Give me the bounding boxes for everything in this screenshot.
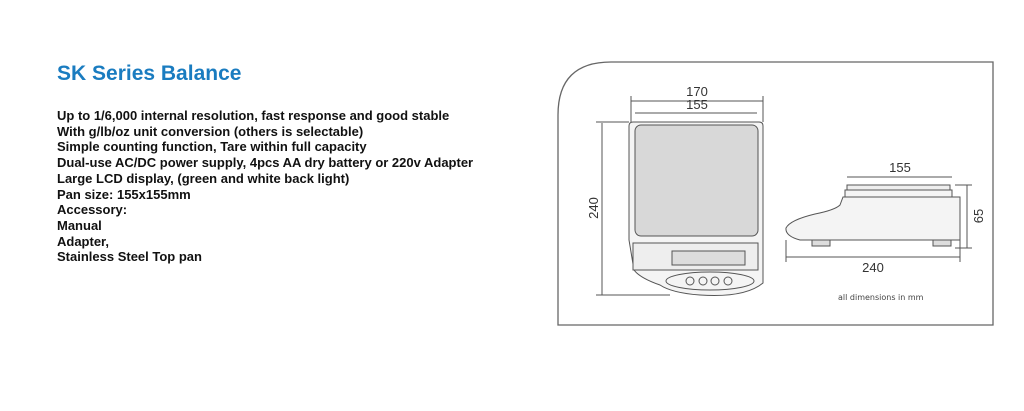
feature-list: Up to 1/6,000 internal resolution, fast … [57,108,473,265]
dim-front-width-outer: 170 [686,84,708,99]
side-view [785,176,972,262]
dim-front-width-pan: 155 [686,97,708,112]
feature-item: Large LCD display, (green and white back… [57,170,350,186]
feature-item: Dual-use AC/DC power supply, 4pcs AA dry… [57,155,474,171]
dim-side-height: 65 [971,209,986,223]
feature-item: Adapter, [57,233,110,249]
dim-side-pan: 155 [889,160,911,175]
feature-item: Accessory: [57,202,128,218]
feature-item: Manual [57,217,102,233]
dim-side-length: 240 [862,260,884,275]
front-view [596,96,764,296]
page-title: SK Series Balance [57,62,242,85]
dim-front-depth: 240 [586,197,601,219]
feature-item: Up to 1/6,000 internal resolution, fast … [57,108,450,123]
feature-item: Pan size: 155x155mm [57,186,191,202]
feature-item: Stainless Steel Top pan [57,249,202,265]
feature-item: With g/lb/oz unit conversion (others is … [57,123,364,139]
dimensions-note: all dimensions in mm [838,293,924,302]
feature-item: Simple counting function, Tare within fu… [57,139,367,155]
